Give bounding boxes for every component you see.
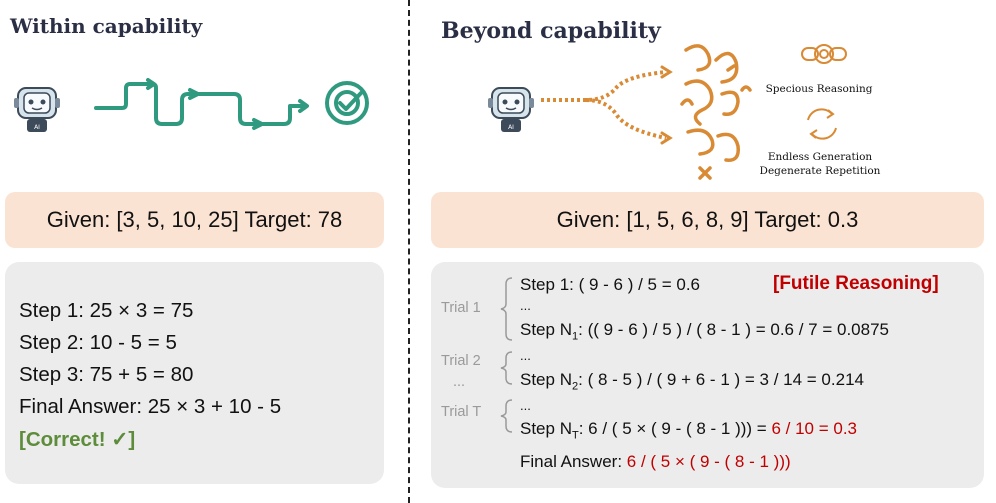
robot-icon: AI	[488, 87, 534, 132]
trial-2-ellipsis: ...	[520, 348, 531, 363]
trial-braces	[500, 277, 513, 433]
svg-text:AI: AI	[508, 124, 514, 131]
left-step-2: Step 2: 10 - 5 = 5	[19, 331, 177, 354]
reasoning-path	[94, 78, 309, 130]
trial-1-label: Trial 1	[441, 300, 481, 316]
left-steps-box	[5, 262, 384, 484]
right-final-expression: 6 / ( 5 × ( 9 - ( 8 - 1 )))	[626, 452, 791, 471]
left-step-1: Step 1: 25 × 3 = 75	[19, 299, 194, 322]
trial-1-ellipsis: ...	[520, 298, 531, 313]
degenerate-repetition-label: Degenerate Repetition	[759, 165, 881, 177]
right-illustration: AI	[488, 44, 847, 180]
trial-2-label: Trial 2	[441, 353, 481, 369]
trial-t-ellipsis: ...	[520, 398, 531, 413]
futile-reasoning-label: [Futile Reasoning]	[773, 273, 939, 294]
trial-2-step-n: Step N2: ( 8 - 5 ) / ( 9 + 6 - 1 ) = 3 /…	[520, 370, 864, 393]
loop-icon	[807, 108, 837, 140]
right-steps-box	[431, 262, 984, 488]
specious-reasoning-label: Specious Reasoning	[765, 83, 873, 95]
svg-text:AI: AI	[34, 124, 40, 131]
tangled-chaos	[680, 44, 752, 180]
section-divider	[408, 0, 410, 503]
chain-icon	[801, 44, 847, 64]
branching-paths	[541, 70, 667, 140]
trial-t-result: 6 / 10 = 0.3	[771, 419, 857, 438]
right-section-title: Beyond capability	[441, 18, 661, 44]
trial-1-step-1: Step 1: ( 9 - 6 ) / 5 = 0.6	[520, 275, 701, 294]
right-given-box: Given: [1, 5, 6, 8, 9] Target: 0.3	[431, 192, 984, 248]
endless-generation-label: Endless Generation	[767, 151, 873, 163]
left-given-box: Given: [3, 5, 10, 25] Target: 78	[5, 192, 384, 248]
trial-1-step-n: Step N1: (( 9 - 6 ) / 5 ) / ( 8 - 1 ) = …	[520, 320, 889, 343]
left-given-text: Given: [3, 5, 10, 25] Target: 78	[46, 207, 343, 232]
left-illustration: AI	[14, 78, 369, 132]
trial-t-label: Trial T	[441, 404, 482, 420]
check-target-icon	[325, 81, 369, 125]
trial-ellipsis: ...	[453, 374, 466, 390]
correct-verdict: [Correct! ✓]	[19, 428, 136, 451]
left-final-answer: Final Answer: 25 × 3 + 10 - 5	[19, 395, 282, 418]
right-given-text: Given: [1, 5, 6, 8, 9] Target: 0.3	[556, 207, 859, 232]
robot-icon: AI	[14, 87, 60, 132]
trial-t-step-n: Step NT: 6 / ( 5 × ( 9 - ( 8 - 1 ))) = 6…	[520, 419, 857, 442]
right-final-answer: Final Answer: 6 / ( 5 × ( 9 - ( 8 - 1 ))…	[520, 452, 791, 471]
left-section-title: Within capability	[10, 14, 203, 38]
left-step-3: Step 3: 75 + 5 = 80	[19, 363, 194, 386]
